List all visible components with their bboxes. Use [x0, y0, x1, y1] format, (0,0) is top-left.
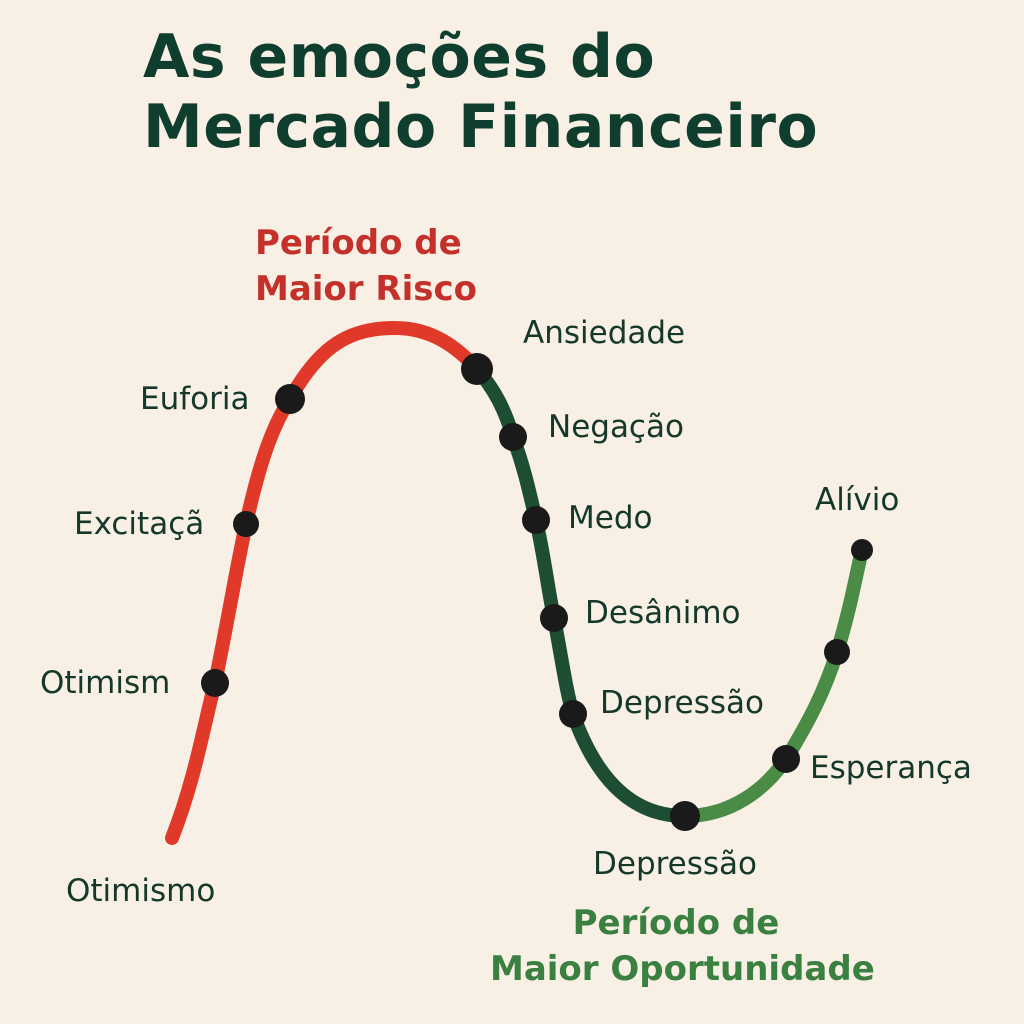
title-line-2: Mercado Financeiro: [143, 92, 819, 162]
label-medo: Medo: [568, 500, 653, 536]
dot-euforia: [275, 384, 305, 414]
rising-segment: [165, 320, 484, 845]
dot-alivio: [851, 539, 873, 561]
opportunity-zone-label: Período de Maior Oportunidade: [490, 900, 875, 992]
label-otimism: Otimism: [40, 665, 171, 701]
label-alivio: Alívio: [815, 482, 900, 518]
risk-zone-label: Período de Maior Risco: [255, 220, 477, 312]
dot-ansiedade: [461, 353, 493, 385]
dot-negacao: [499, 423, 527, 451]
risk-line-2: Maior Risco: [255, 269, 477, 309]
dot-otimism: [201, 669, 229, 697]
opportunity-line-2: Maior Oportunidade: [490, 949, 875, 989]
dot-depressao2: [670, 801, 700, 831]
dot-desanimo: [540, 604, 568, 632]
label-depressao-1: Depressão: [600, 685, 765, 721]
label-esperanca: Esperança: [810, 750, 972, 786]
recovery-segment: [678, 543, 869, 823]
label-depressao-2: Depressão: [593, 846, 758, 882]
label-negacao: Negação: [548, 409, 684, 445]
label-start: Otimismo: [66, 873, 216, 909]
page-title: As emoções do Mercado Financeiro: [143, 22, 818, 162]
label-excitacao: Excitaçã: [74, 506, 205, 542]
opportunity-line-1: Período de: [572, 903, 780, 943]
label-desanimo: Desânimo: [585, 595, 741, 631]
dot-esperanca: [772, 745, 800, 773]
risk-line-1: Período de: [255, 223, 462, 263]
dot-recovery: [824, 639, 850, 665]
dot-depressao1: [559, 700, 587, 728]
label-euforia: Euforia: [140, 381, 250, 417]
dot-medo: [522, 506, 550, 534]
label-ansiedade: Ansiedade: [523, 315, 686, 351]
dot-excitacao: [233, 511, 259, 537]
title-line-1: As emoções do: [143, 22, 656, 92]
